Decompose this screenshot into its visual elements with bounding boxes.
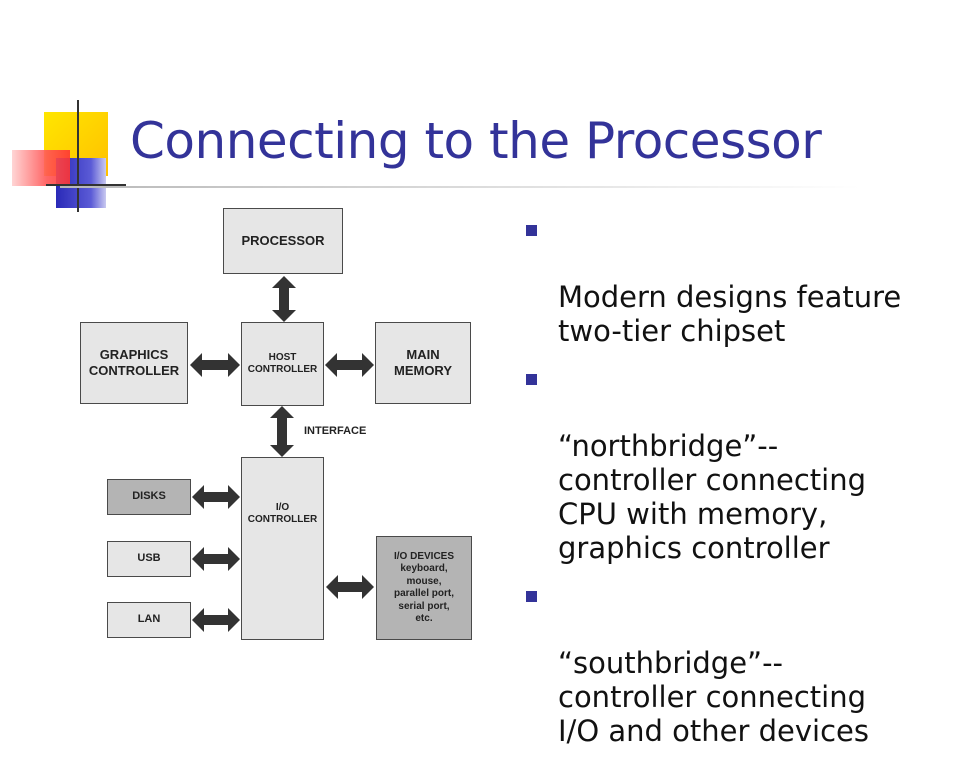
io-devices-box: I/O DEVICES keyboard, mouse, parallel po… xyxy=(376,536,472,640)
arrow-host-io xyxy=(270,406,294,457)
arrow-usb-io xyxy=(192,547,240,571)
slide-title: Connecting to the Processor xyxy=(130,112,822,170)
processor-box: PROCESSOR xyxy=(223,208,343,274)
arrow-disks-io xyxy=(192,485,240,509)
deco-vertical-line xyxy=(77,100,79,212)
usb-box: USB xyxy=(107,541,191,577)
disks-box: DISKS xyxy=(107,479,191,515)
square-bullet-icon xyxy=(526,225,537,236)
bullet-text: “southbridge”-- controller connecting I/… xyxy=(558,646,869,748)
arrow-processor-host xyxy=(272,276,296,322)
bullet-item: “northbridge”-- controller connecting CP… xyxy=(520,361,950,565)
square-bullet-icon xyxy=(526,591,537,602)
arrow-host-memory xyxy=(325,353,374,377)
host-controller-box: HOST CONTROLLER xyxy=(241,322,324,406)
lan-box: LAN xyxy=(107,602,191,638)
title-underline xyxy=(60,186,860,188)
interface-label: INTERFACE xyxy=(304,425,367,437)
bullet-item: “southbridge”-- controller connecting I/… xyxy=(520,578,950,748)
deco-red-square xyxy=(12,150,70,186)
bullet-text: “northbridge”-- controller connecting CP… xyxy=(558,429,867,565)
main-memory-box: MAIN MEMORY xyxy=(375,322,471,404)
arrow-lan-io xyxy=(192,608,240,632)
bullet-item: Modern designs feature two-tier chipset xyxy=(520,212,950,348)
deco-horizontal-line xyxy=(46,184,126,186)
graphics-controller-box: GRAPHICS CONTROLLER xyxy=(80,322,188,404)
arrow-io-devices xyxy=(326,575,374,599)
arrow-graphics-host xyxy=(190,353,240,377)
io-controller-box: I/O CONTROLLER xyxy=(241,457,324,640)
square-bullet-icon xyxy=(526,374,537,385)
bullet-list: Modern designs feature two-tier chipset … xyxy=(520,212,950,761)
bullet-text: Modern designs feature two-tier chipset xyxy=(558,280,902,348)
